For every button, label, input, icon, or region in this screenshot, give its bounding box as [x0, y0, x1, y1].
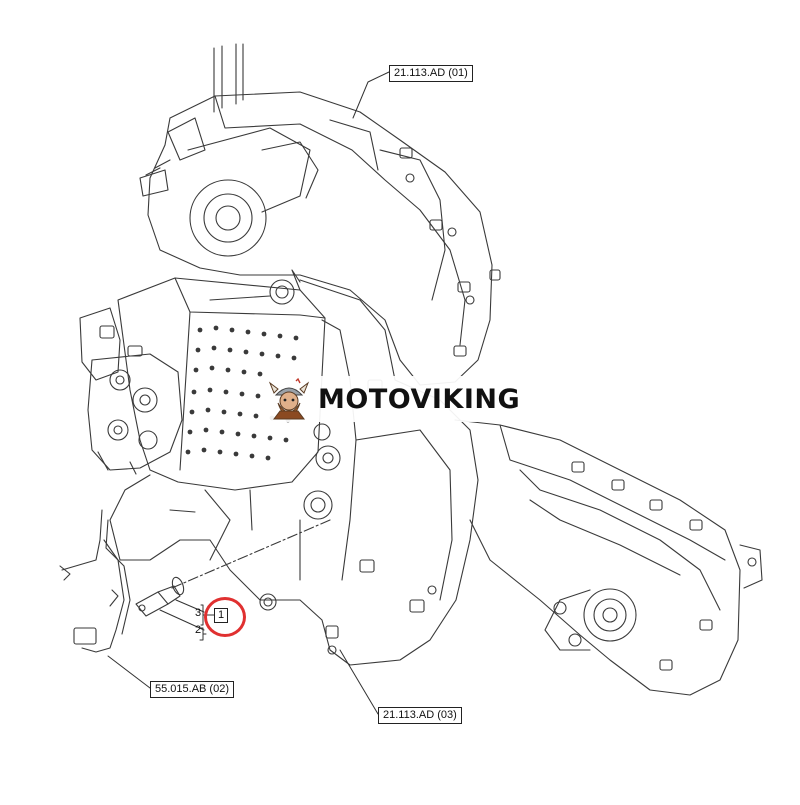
part-number-3: 3 [195, 607, 202, 619]
top-pipe [213, 43, 244, 113]
seal [259, 593, 277, 611]
upper-housing [139, 91, 501, 386]
watermark-banner: MOTOVIKING [262, 376, 536, 422]
drop-box [454, 419, 763, 696]
valve-body [117, 269, 326, 491]
o-ring [171, 576, 185, 596]
speed-sensor [135, 585, 181, 617]
ref-label-bottom-left[interactable]: 55.015.AB (02) [150, 681, 234, 698]
ref-label-bottom-right[interactable]: 21.113.AD (03) [378, 707, 462, 724]
assembly-centerline [171, 519, 331, 589]
viking-mascot-icon [268, 377, 310, 420]
solenoid-cluster [79, 307, 183, 475]
part-number-2: 2 [195, 624, 202, 636]
watermark-text: MOTOVIKING [318, 383, 521, 415]
highlight-circle [204, 597, 246, 637]
wiring-harness [59, 509, 131, 653]
ref-label-top[interactable]: 21.113.AD (01) [389, 65, 473, 82]
